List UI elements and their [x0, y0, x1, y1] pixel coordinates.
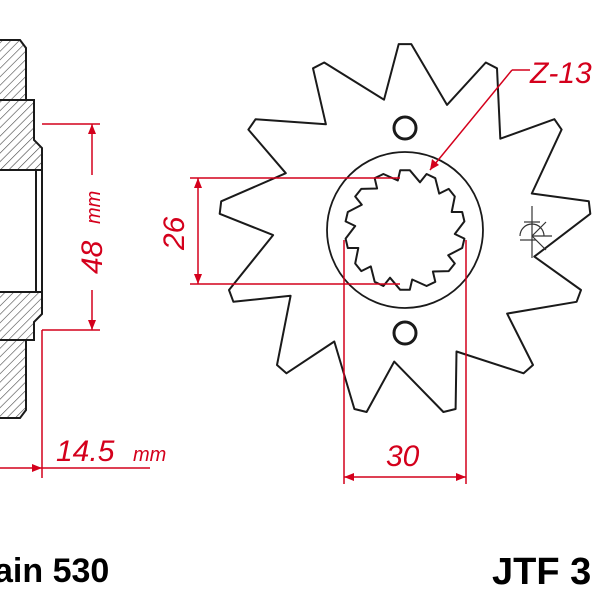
sprocket-outline [218, 43, 592, 413]
spline-bore [344, 169, 466, 291]
part-number-label: JTF 3 [492, 551, 591, 593]
sun-rays-logo-icon [519, 206, 552, 258]
hub-circle [326, 151, 484, 309]
mounting-hole-top [392, 115, 418, 141]
spline-outer-dimension [343, 240, 467, 484]
mounting-hole-bottom [392, 320, 418, 346]
sprocket-front-view [218, 43, 592, 413]
spline-outer-value: 30 [386, 440, 420, 473]
section-bottom-tooth [0, 339, 27, 419]
thickness-unit: mm [83, 191, 105, 224]
section-upper-hub [0, 99, 43, 171]
offset-dimension [0, 330, 150, 478]
chain-label: ain 530 [0, 552, 109, 590]
spline-inner-value: 26 [158, 216, 191, 251]
offset-unit: mm [133, 444, 166, 466]
tooth-count-leader [429, 69, 530, 171]
thickness-dimension [42, 123, 100, 331]
offset-value: 14.5 [56, 435, 115, 468]
tooth-count-label: Z-13 [529, 57, 592, 90]
section-lower-hub [0, 291, 43, 341]
spline-inner-dimension [190, 177, 400, 285]
side-section-view [0, 39, 43, 419]
section-top-tooth [0, 39, 27, 101]
thickness-value: 48 [76, 240, 109, 274]
